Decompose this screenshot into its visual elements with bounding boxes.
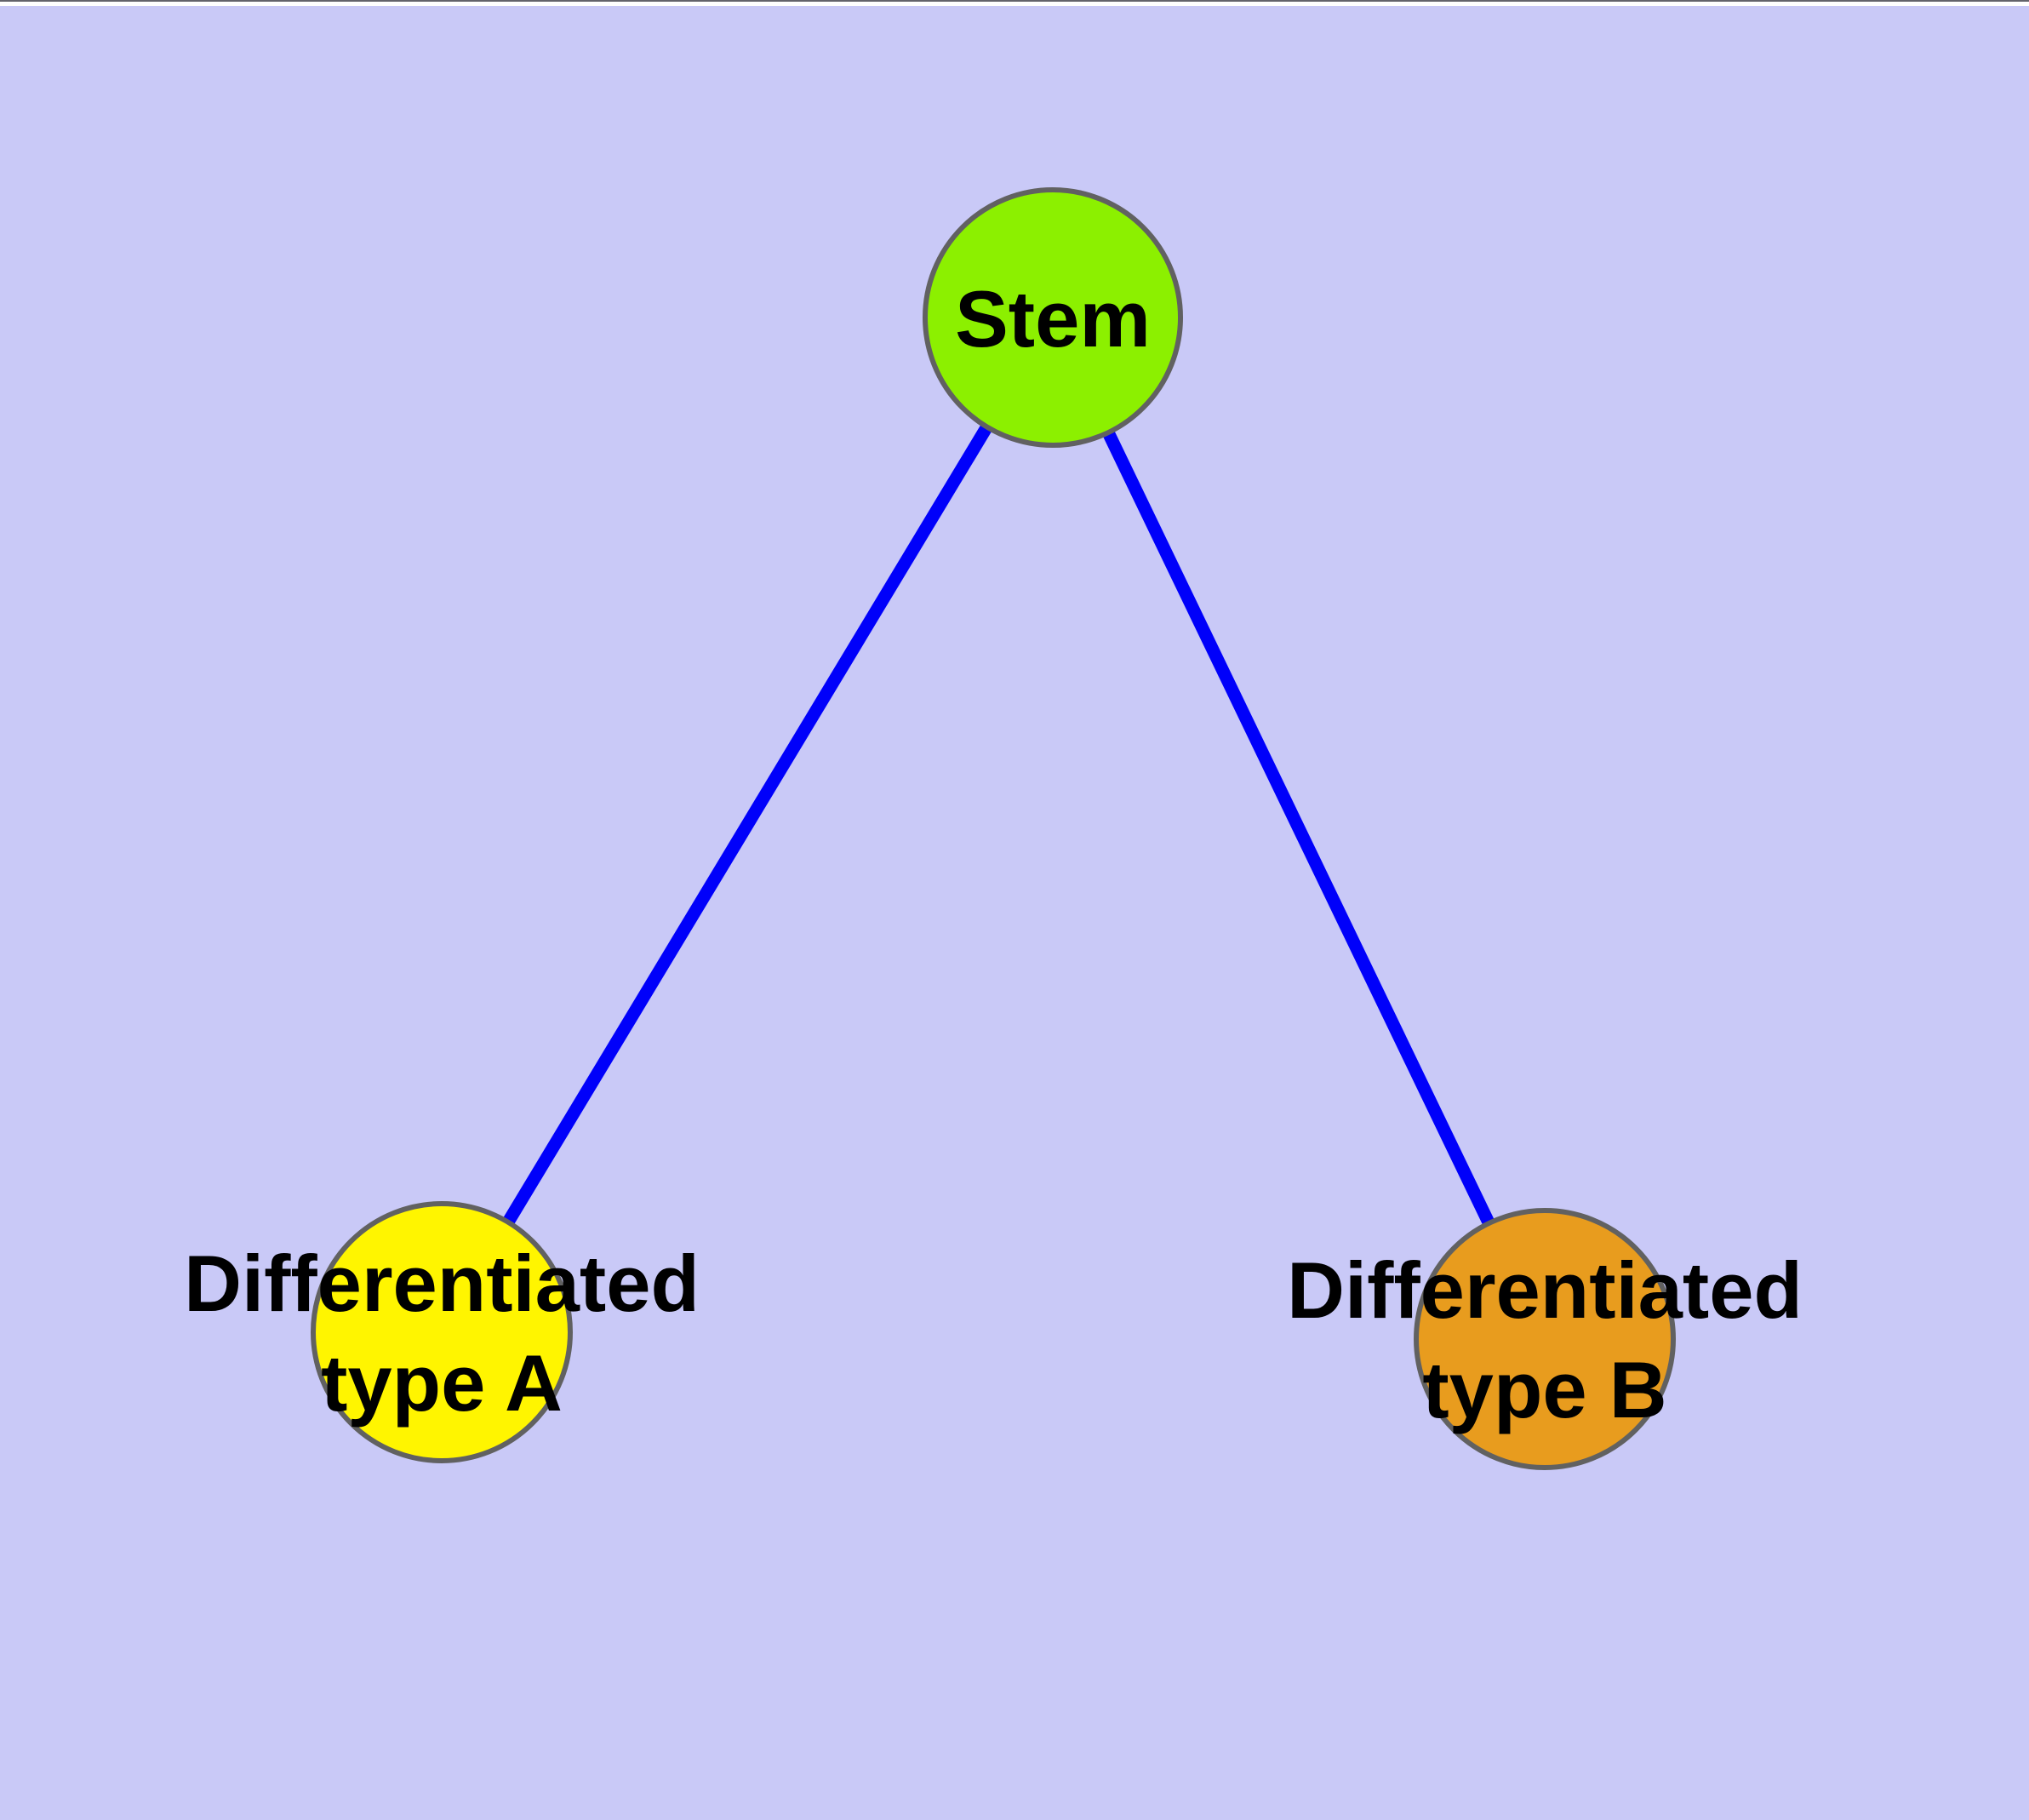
window-top-edge-highlight <box>0 2 2029 6</box>
node-type-a-label-line1: Differentiated <box>184 1239 700 1328</box>
node-stem-label: Stem <box>955 274 1151 363</box>
edge-stem-to-type-a[interactable] <box>436 314 1059 1336</box>
node-stem[interactable] <box>923 187 1183 448</box>
window-top-edge-line <box>0 0 2029 2</box>
node-differentiated-type-a[interactable] <box>311 1201 573 1463</box>
edge-stem-to-type-b[interactable] <box>1047 314 1551 1342</box>
node-type-b-label-line2: type B <box>1422 1345 1666 1434</box>
node-type-a-label-line2: type A <box>321 1338 563 1428</box>
node-type-b-label-line1: Differentiated <box>1287 1245 1803 1335</box>
node-differentiated-type-b[interactable] <box>1414 1208 1676 1470</box>
